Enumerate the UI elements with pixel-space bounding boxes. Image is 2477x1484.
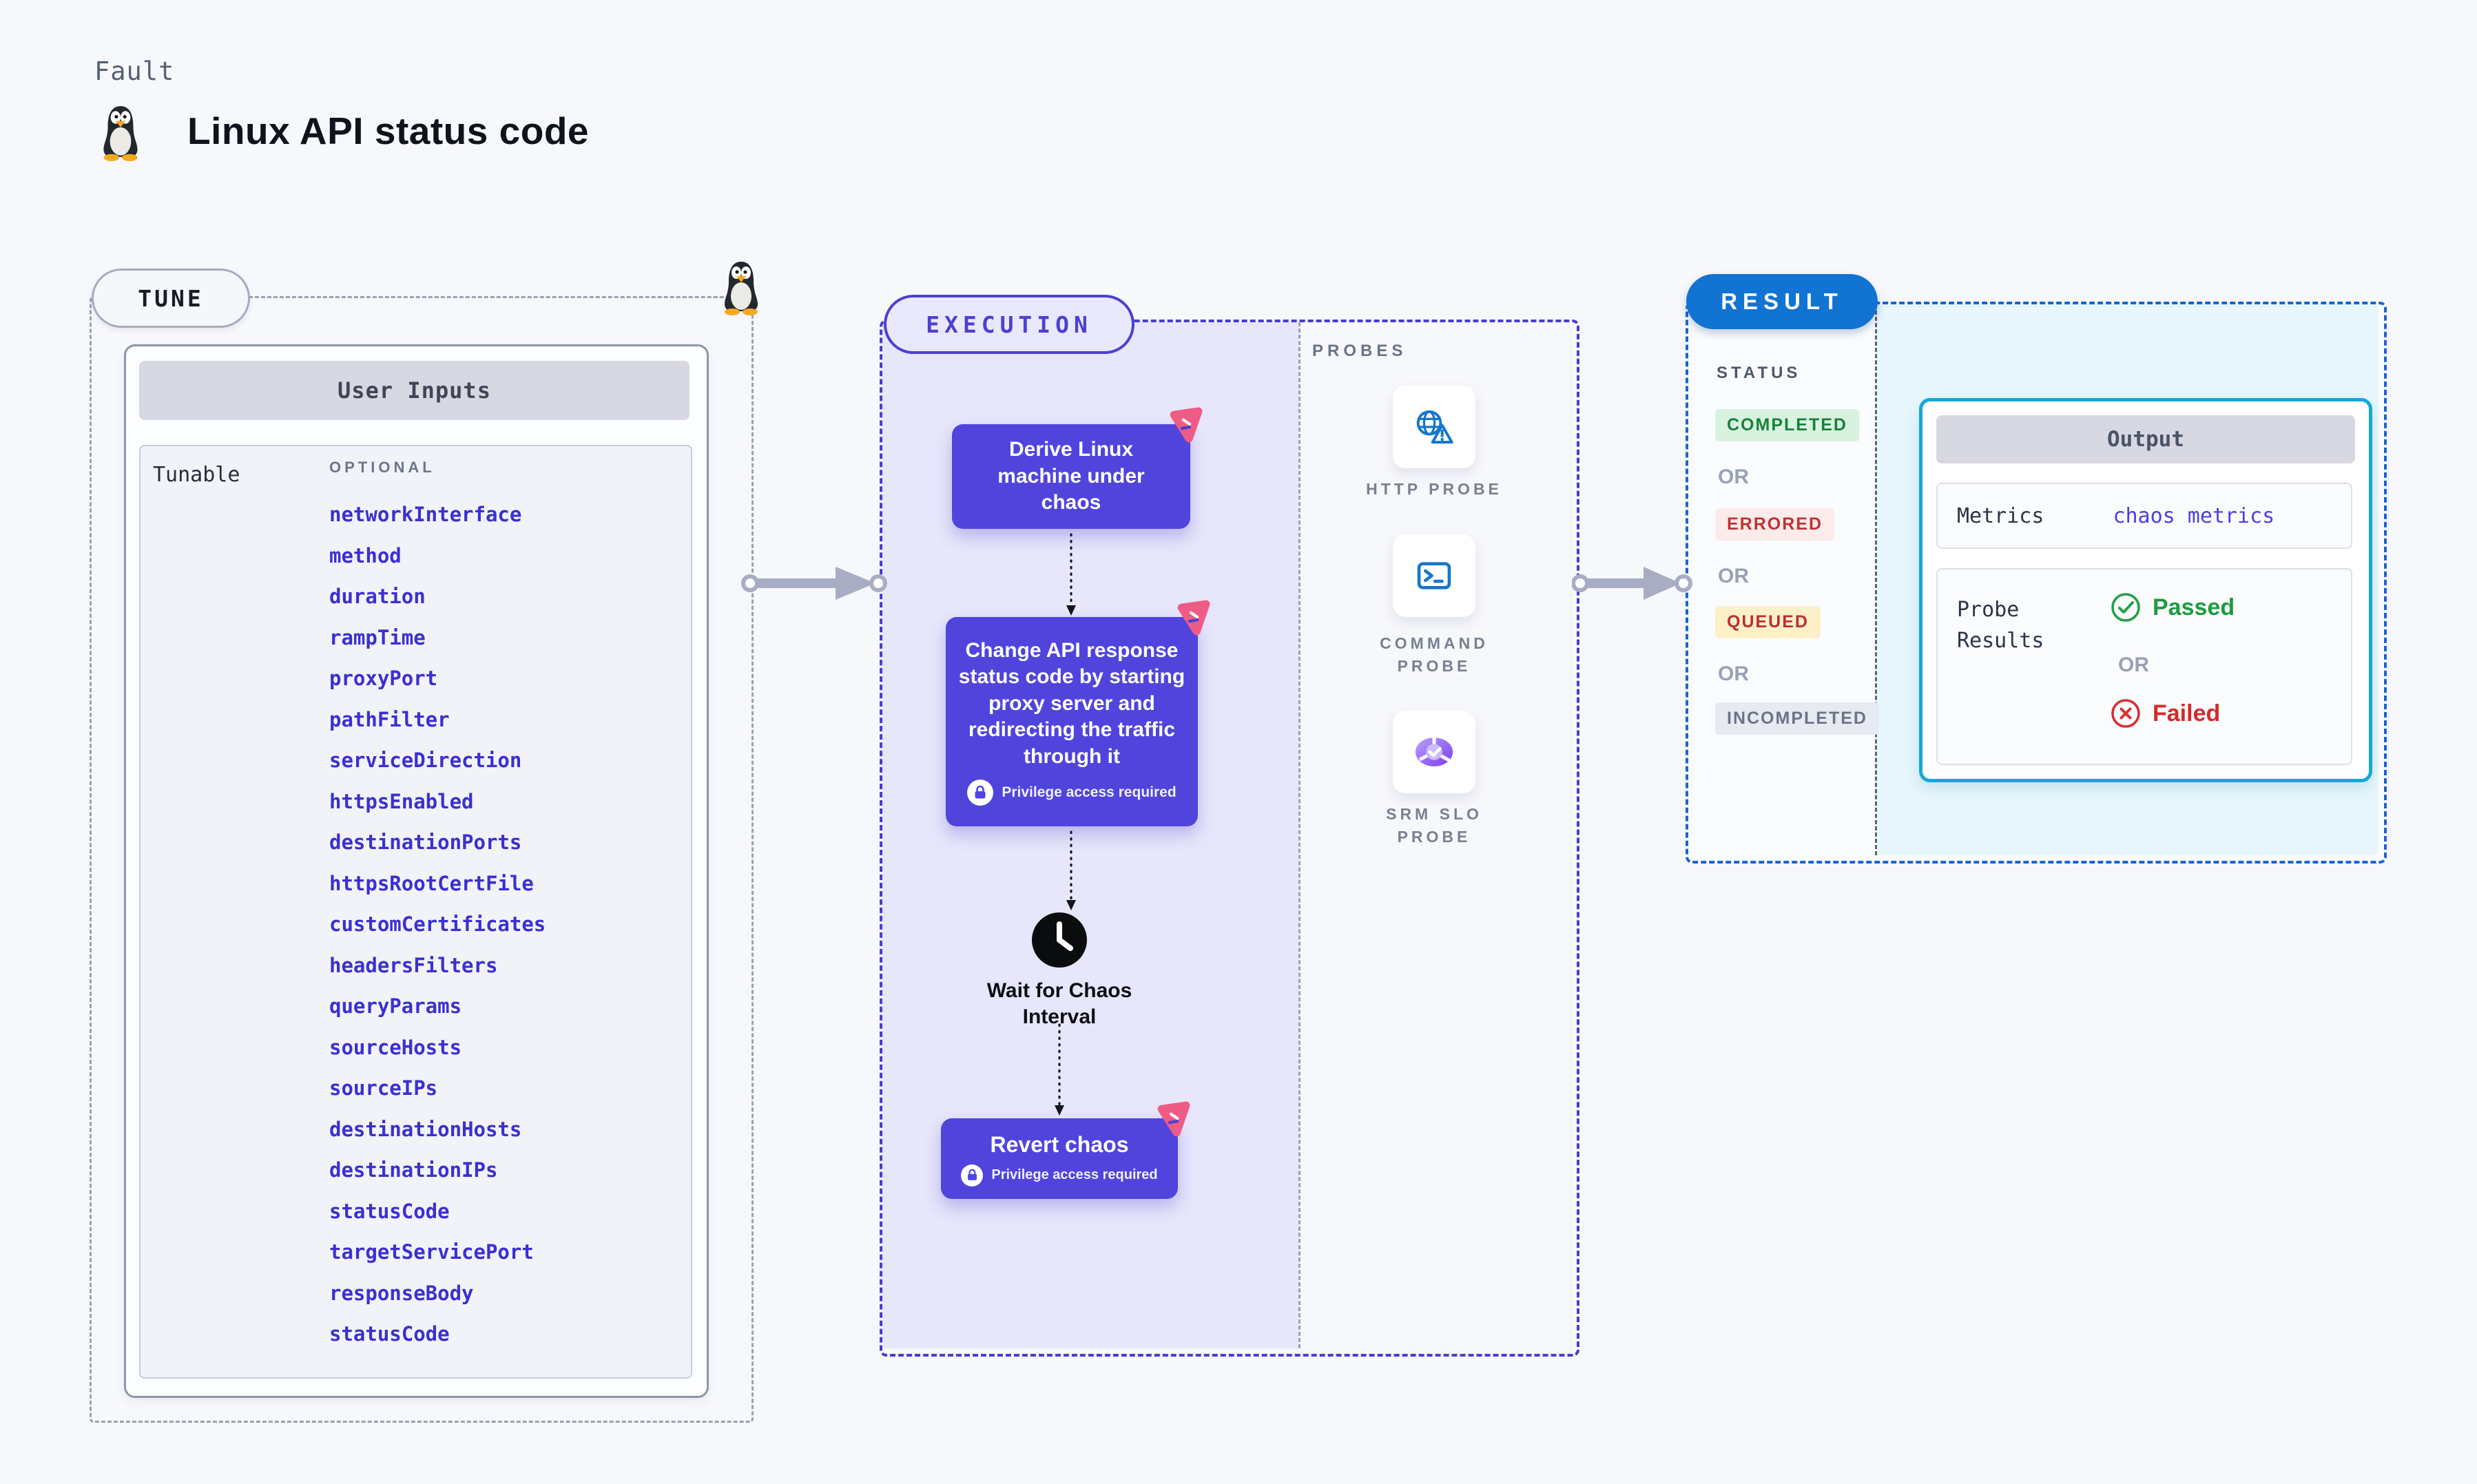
srm-slo-probe-card (1393, 711, 1475, 793)
tunable-link[interactable]: queryParams (329, 994, 462, 1018)
execution-section-box (880, 320, 1579, 1357)
failed-label: Failed (2153, 700, 2221, 727)
or-separator: OR (1718, 662, 1749, 685)
step-change-label: Change API response status code by start… (958, 639, 1185, 768)
result-divider (1875, 304, 1877, 855)
tune-badge: TUNE (92, 269, 250, 328)
command-probe-card (1393, 534, 1475, 617)
tunable-link[interactable]: responseBody (329, 1281, 474, 1305)
optional-column-header: OPTIONAL (329, 459, 435, 476)
status-badge-incompleted: INCOMPLETED (1715, 702, 1879, 735)
litmus-chaos-icon (1154, 1100, 1192, 1138)
tunable-link[interactable]: customCertificates (329, 912, 546, 936)
tunable-link[interactable]: rampTime (329, 625, 426, 649)
flow-arrow (1066, 830, 1076, 910)
status-badge-completed: COMPLETED (1715, 409, 1859, 441)
tunable-link[interactable]: destinationIPs (329, 1158, 498, 1182)
tunable-link[interactable]: destinationHosts (329, 1117, 522, 1141)
command-probe-label: COMMAND PROBE (1380, 634, 1489, 676)
tunable-link[interactable]: pathFilter (329, 707, 450, 731)
lock-icon (967, 779, 994, 806)
probe-results-label: Probe Results (1957, 598, 2044, 653)
fault-eyebrow: Fault (94, 56, 175, 86)
linux-penguin-icon (725, 262, 758, 315)
wait-clock-icon (1032, 912, 1087, 968)
srm-slo-probe-icon (1415, 738, 1453, 766)
tunable-link[interactable]: httpsEnabled (329, 789, 474, 813)
http-probe-icon (1416, 410, 1453, 444)
page-title: Linux API status code (187, 109, 590, 152)
step-derive-machine: Derive Linux machine under chaos (952, 424, 1190, 529)
tunable-link[interactable]: httpsRootCertFile (329, 871, 534, 895)
tune-to-execution-arrow (740, 561, 889, 605)
lock-icon (961, 1164, 984, 1187)
step-revert-chaos: Revert chaos Privilege access required (941, 1118, 1178, 1199)
tunable-link[interactable]: statusCode (329, 1199, 450, 1223)
tunable-link[interactable]: proxyPort (329, 667, 438, 690)
privilege-note: Privilege access required (991, 1167, 1158, 1183)
output-panel: Output Metrics chaos metrics Probe Resul… (1919, 398, 2372, 782)
tunable-link[interactable]: serviceDirection (329, 749, 522, 772)
tunables-list: networkInterface method duration rampTime pr… (329, 494, 687, 1355)
privilege-note: Privilege access required (1002, 784, 1177, 800)
probe-results-row: Probe Results Passed OR Failed (1936, 568, 2352, 765)
chaos-metrics-link[interactable]: chaos metrics (2113, 503, 2275, 528)
tunables-table (139, 445, 692, 1379)
metrics-label: Metrics (1957, 503, 2044, 528)
metrics-row: Metrics chaos metrics (1936, 483, 2352, 549)
step-derive-label: Derive Linux machine under chaos (997, 438, 1145, 514)
linux-penguin-icon (103, 106, 138, 161)
output-header: Output (1936, 415, 2355, 463)
tunable-link[interactable]: sourceIPs (329, 1076, 438, 1100)
http-probe-label: HTTP PROBE (1366, 480, 1502, 498)
result-badge: RESULT (1686, 274, 1878, 329)
srm-slo-probe-label: SRM SLO PROBE (1386, 805, 1482, 846)
passed-label: Passed (2153, 594, 2235, 620)
tunable-link[interactable]: destinationPorts (329, 830, 522, 854)
flow-arrow (1066, 533, 1076, 616)
or-separator: OR (1718, 466, 1749, 488)
step-change-status-code: Change API response status code by start… (946, 617, 1198, 826)
user-inputs-header: User Inputs (139, 361, 690, 420)
litmus-chaos-icon (1167, 406, 1204, 443)
tunable-link[interactable]: headersFilters (329, 953, 498, 977)
probes-section-label: PROBES (1312, 342, 1407, 360)
tune-section-box (90, 296, 754, 1423)
flow-arrow (1055, 1023, 1064, 1116)
probes-divider (1298, 322, 1300, 1348)
tunable-row-label: Tunable (153, 463, 240, 487)
tunable-link[interactable]: method (329, 543, 402, 567)
or-separator: OR (1718, 565, 1749, 587)
tunable-link[interactable]: statusCode (329, 1322, 450, 1346)
status-badge-queued: QUEUED (1715, 606, 1821, 638)
tunable-link[interactable]: targetServicePort (329, 1240, 534, 1264)
execution-badge: EXECUTION (884, 295, 1134, 354)
or-separator: OR (2118, 654, 2149, 676)
step-wait-label: Wait for Chaos Interval (986, 979, 1132, 1028)
step-revert-label: Revert chaos (990, 1132, 1129, 1158)
execution-to-result-arrow (1572, 567, 1692, 600)
status-section-label: STATUS (1717, 364, 1801, 382)
tunable-link[interactable]: duration (329, 585, 426, 608)
command-probe-icon (1417, 562, 1451, 589)
failed-x-icon (2111, 699, 2140, 728)
litmus-chaos-icon (1174, 599, 1212, 636)
status-badge-errored: ERRORED (1715, 508, 1835, 541)
passed-check-icon (2111, 593, 2140, 622)
http-probe-card (1393, 386, 1475, 468)
tunable-link[interactable]: networkInterface (329, 503, 522, 526)
tunable-link[interactable]: sourceHosts (329, 1035, 462, 1059)
